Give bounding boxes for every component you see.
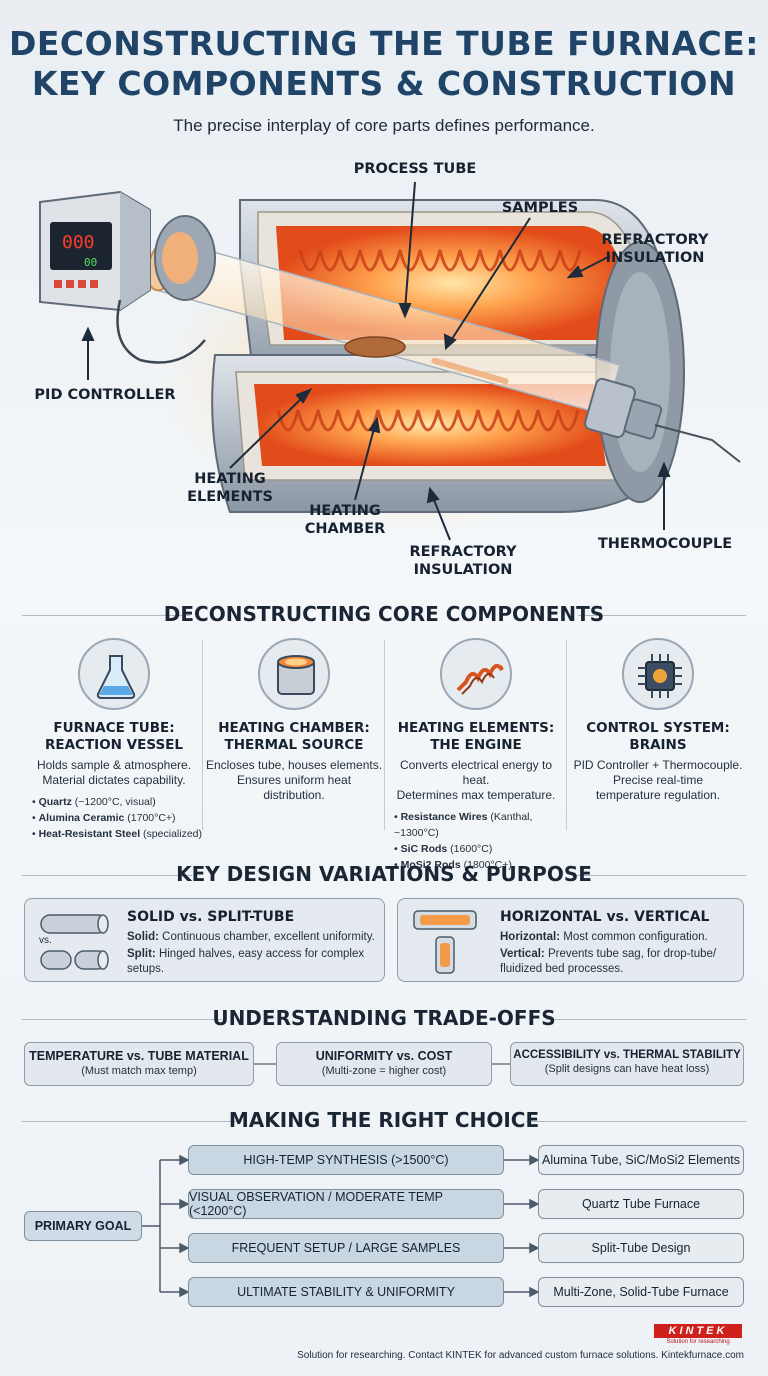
bullet-item: • Heat-Resistant Steel (specialized) bbox=[32, 828, 202, 840]
component-bullets: • Resistance Wires (Kanthal, ~1300°C) • … bbox=[386, 809, 566, 873]
title-line-2: KEY COMPONENTS & CONSTRUCTION bbox=[31, 64, 737, 103]
label-refractory-insulation-top: REFRACTORY INSULATION bbox=[601, 232, 709, 266]
footer-text: Solution for researching. Contact KINTEK… bbox=[297, 1350, 744, 1361]
primary-goal: PRIMARY GOAL bbox=[24, 1211, 142, 1241]
recommendation-visual-observation: Quartz Tube Furnace bbox=[538, 1189, 744, 1219]
card-solid-vs-split: vs. SOLID vs. SPLIT-TUBE Solid: Continuo… bbox=[24, 898, 385, 982]
section-title: KEY DESIGN VARIATIONS & PURPOSE bbox=[176, 862, 592, 886]
tradeoff-title: TEMPERATURE vs. TUBE MATERIAL bbox=[29, 1049, 249, 1063]
goal-option-ultimate-stability: ULTIMATE STABILITY & UNIFORMITY bbox=[188, 1277, 504, 1307]
recommendation-ultimate-stability: Multi-Zone, Solid-Tube Furnace bbox=[538, 1277, 744, 1307]
label-pid-controller: PID CONTROLLER bbox=[34, 387, 176, 403]
bullet-item: • Resistance Wires (Kanthal, ~1300°C) bbox=[394, 811, 533, 839]
component-heating-elements: HEATING ELEMENTS: THE ENGINE Converts el… bbox=[386, 638, 566, 873]
tradeoff-note: (Must match max temp) bbox=[81, 1065, 197, 1077]
card-line-solid: Solid: Continuous chamber, excellent uni… bbox=[127, 931, 375, 943]
chip-icon bbox=[622, 638, 694, 710]
sample-boat bbox=[344, 336, 406, 358]
component-title: HEATING CHAMBER: THERMAL SOURCE bbox=[218, 720, 370, 753]
tradeoff-title: UNIFORMITY vs. COST bbox=[315, 1049, 453, 1063]
card-line-vertical: Vertical: Prevents tube sag, for drop-tu… bbox=[500, 948, 717, 975]
section-title: MAKING THE RIGHT CHOICE bbox=[228, 1108, 540, 1132]
goal-option-frequent-setup: FREQUENT SETUP / LARGE SAMPLES bbox=[188, 1233, 504, 1263]
divider bbox=[566, 640, 567, 830]
bullet-item: • MoSi2 Rods (1800°C+) bbox=[394, 859, 512, 871]
label-samples: SAMPLES bbox=[501, 200, 579, 216]
tradeoff-connectors bbox=[254, 1063, 510, 1065]
component-title: HEATING ELEMENTS: THE ENGINE bbox=[397, 720, 555, 753]
bullet-item: • SiC Rods (1600°C) bbox=[394, 843, 493, 855]
divider bbox=[202, 640, 203, 830]
tradeoff-uniformity: UNIFORMITY vs. COST (Multi-zone = higher… bbox=[276, 1042, 492, 1086]
component-title: CONTROL SYSTEM: BRAINS bbox=[586, 720, 730, 753]
logo-tagline: Solution for researching bbox=[666, 1339, 730, 1345]
section-right-choice: MAKING THE RIGHT CHOICE bbox=[0, 1106, 768, 1136]
component-desc: Converts electrical energy to heat. Dete… bbox=[396, 758, 556, 802]
pid-display-top: 000 bbox=[62, 232, 95, 253]
tradeoff-accessibility: ACCESSIBILITY vs. THERMAL STABILITY (Spl… bbox=[510, 1042, 744, 1086]
component-desc: PID Controller + Thermocouple. Precise r… bbox=[573, 758, 743, 802]
tube-icon bbox=[40, 914, 109, 970]
label-heating-chamber: HEATING CHAMBER bbox=[304, 503, 386, 537]
divider bbox=[384, 640, 385, 830]
component-control-system: CONTROL SYSTEM: BRAINS PID Controller + … bbox=[568, 638, 748, 803]
card-title: SOLID vs. SPLIT-TUBE bbox=[127, 909, 295, 925]
vs-label: vs. bbox=[39, 935, 52, 946]
label-process-tube: PROCESS TUBE bbox=[353, 161, 477, 177]
orientation-icon bbox=[413, 910, 477, 974]
label-refractory-insulation-bottom: REFRACTORY INSULATION bbox=[409, 544, 517, 578]
heating-coils bbox=[276, 249, 582, 432]
tradeoff-note: (Split designs can have heat loss) bbox=[544, 1063, 710, 1075]
pid-controller: 000 00 bbox=[39, 190, 206, 364]
decision-flow-lines bbox=[142, 1154, 540, 1298]
component-desc: Encloses tube, houses elements. Ensures … bbox=[205, 758, 383, 802]
goal-option-high-temp: HIGH-TEMP SYNTHESIS (>1500°C) bbox=[188, 1145, 504, 1175]
title-line-1: DECONSTRUCTING THE TUBE FURNACE: bbox=[8, 24, 760, 63]
tradeoff-temperature: TEMPERATURE vs. TUBE MATERIAL (Must matc… bbox=[24, 1042, 254, 1086]
label-heating-elements: HEATING ELEMENTS bbox=[187, 471, 273, 505]
card-horizontal-vs-vertical: HORIZONTAL vs. VERTICAL Horizontal: Most… bbox=[397, 898, 744, 982]
recommendation-frequent-setup: Split-Tube Design bbox=[538, 1233, 744, 1263]
component-furnace-tube: FURNACE TUBE: REACTION VESSEL Holds samp… bbox=[24, 638, 204, 842]
bullet-item: • Quartz (~1200°C, visual) bbox=[32, 796, 156, 808]
section-title: DECONSTRUCTING CORE COMPONENTS bbox=[163, 602, 605, 626]
flask-icon bbox=[78, 638, 150, 710]
tradeoff-title: ACCESSIBILITY vs. THERMAL STABILITY bbox=[513, 1049, 741, 1061]
component-bullets: • Quartz (~1200°C, visual) • Alumina Cer… bbox=[24, 794, 204, 842]
chamber-icon bbox=[258, 638, 330, 710]
coil-icon bbox=[440, 638, 512, 710]
component-desc: Holds sample & atmosphere. Material dict… bbox=[36, 758, 192, 787]
tube-furnace-diagram: 000 00 bbox=[39, 181, 741, 541]
right-flange bbox=[584, 377, 741, 463]
card-line-horizontal: Horizontal: Most common configuration. bbox=[500, 931, 708, 943]
section-core-components: DECONSTRUCTING CORE COMPONENTS bbox=[0, 600, 768, 630]
leader-arrows bbox=[81, 181, 671, 541]
section-title: UNDERSTANDING TRADE-OFFS bbox=[212, 1006, 556, 1030]
component-heating-chamber: HEATING CHAMBER: THERMAL SOURCE Encloses… bbox=[204, 638, 384, 803]
page-subtitle: The precise interplay of core parts defi… bbox=[173, 116, 595, 135]
section-design-variations: KEY DESIGN VARIATIONS & PURPOSE bbox=[0, 860, 768, 890]
card-line-split: Split: Hinged halves, easy access for co… bbox=[127, 948, 365, 975]
tradeoff-note: (Multi-zone = higher cost) bbox=[321, 1065, 447, 1077]
bullet-item: • Alumina Ceramic (1700°C+) bbox=[32, 812, 176, 824]
recommendation-high-temp: Alumina Tube, SiC/MoSi2 Elements bbox=[538, 1145, 744, 1175]
section-tradeoffs: UNDERSTANDING TRADE-OFFS bbox=[0, 1004, 768, 1034]
pid-display-bottom: 00 bbox=[84, 256, 97, 269]
card-title: HORIZONTAL vs. VERTICAL bbox=[500, 909, 710, 925]
sample-rod bbox=[431, 357, 509, 385]
component-title: FURNACE TUBE: REACTION VESSEL bbox=[44, 720, 183, 753]
page-title: DECONSTRUCTING THE TUBE FURNACE: KEY COM… bbox=[0, 24, 768, 104]
goal-option-visual-observation: VISUAL OBSERVATION / MODERATE TEMP (<120… bbox=[188, 1189, 504, 1219]
kintek-logo: KINTEK bbox=[654, 1324, 742, 1338]
label-thermocouple: THERMOCOUPLE bbox=[597, 536, 733, 552]
left-flange bbox=[154, 215, 216, 301]
